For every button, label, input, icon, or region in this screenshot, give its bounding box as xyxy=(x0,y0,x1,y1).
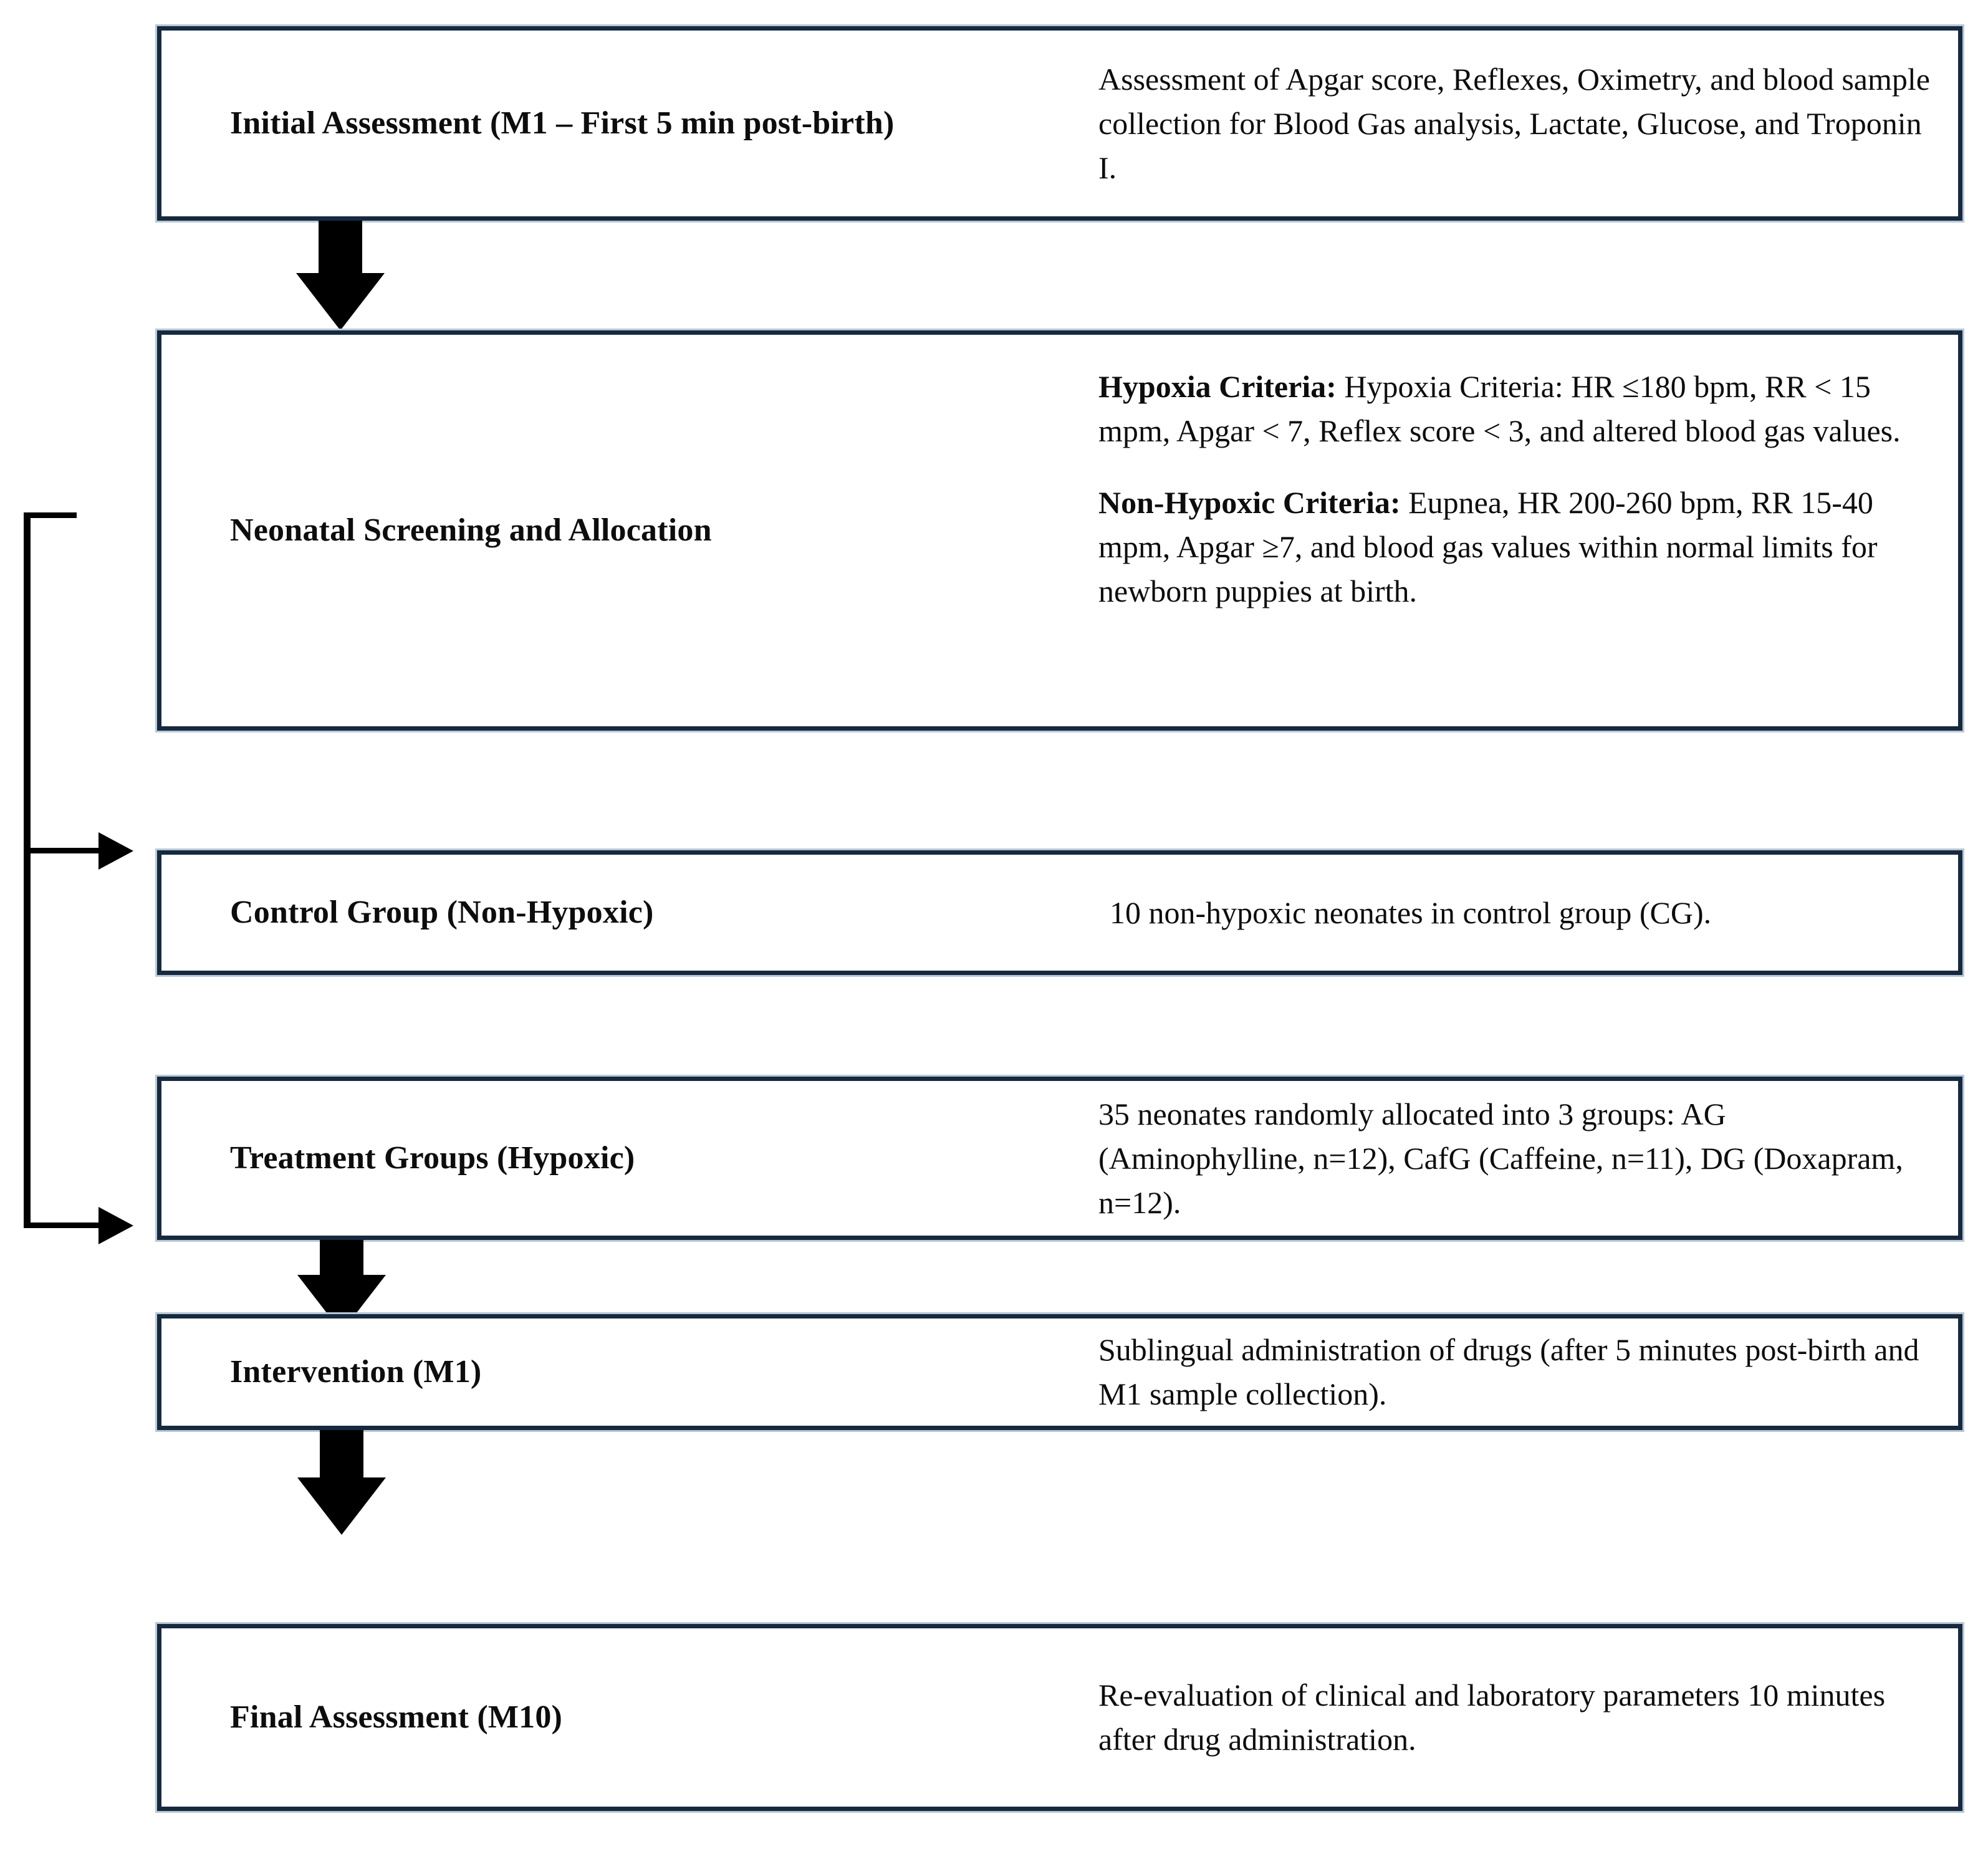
flow-step-neonatal-screening: Neonatal Screening and Allocation Hypoxi… xyxy=(157,330,1962,731)
step-label-initial-assessment: Initial Assessment (M1 – First 5 min pos… xyxy=(230,105,895,142)
flow-step-initial-assessment: Initial Assessment (M1 – First 5 min pos… xyxy=(157,26,1962,221)
flow-step-intervention: Intervention (M1) Sublingual administrat… xyxy=(157,1314,1962,1430)
non-hypoxic-criteria-text: Eupnea, HR 200-260 bpm, RR 15-40 mpm, Ap… xyxy=(1098,485,1878,608)
step-description-treatment-groups: 35 neonates randomly allocated into 3 gr… xyxy=(1098,1092,1958,1225)
non-hypoxic-criteria-heading: Non-Hypoxic Criteria: xyxy=(1098,485,1401,520)
hypoxia-criteria-heading: Hypoxia Criteria: xyxy=(1098,369,1337,404)
flow-step-control-group: Control Group (Non-Hypoxic) 10 non-hypox… xyxy=(157,850,1962,975)
description-text: Sublingual administration of drugs (afte… xyxy=(1098,1332,1919,1411)
step-description-control-group: 10 non-hypoxic neonates in control group… xyxy=(1098,891,1958,935)
arrow-treatment-to-intervention xyxy=(297,1240,386,1332)
step-description-initial-assessment: Assessment of Apgar score, Reflexes, Oxi… xyxy=(1098,57,1958,190)
non-hypoxic-criteria-paragraph: Non-Hypoxic Criteria: Eupnea, HR 200-260… xyxy=(1098,481,1933,613)
step-description-final-assessment: Re-evaluation of clinical and laboratory… xyxy=(1098,1673,1958,1762)
hypoxia-criteria-text: Hypoxia Criteria: HR ≤180 bpm, RR < 15 m… xyxy=(1098,369,1901,448)
step-criteria-neonatal-screening: Hypoxia Criteria: Hypoxia Criteria: HR ≤… xyxy=(1098,335,1958,613)
step-label-control-group: Control Group (Non-Hypoxic) xyxy=(230,895,654,931)
description-text: 10 non-hypoxic neonates in control group… xyxy=(1110,895,1712,930)
arrow-initial-to-screening xyxy=(296,221,385,330)
flow-step-final-assessment: Final Assessment (M10) Re-evaluation of … xyxy=(157,1624,1962,1811)
bracket-spine xyxy=(24,512,31,1228)
description-text: 35 neonates randomly allocated into 3 gr… xyxy=(1098,1096,1903,1220)
step-label-intervention: Intervention (M1) xyxy=(230,1354,482,1390)
bracket-arrowhead-treatment xyxy=(98,1207,133,1244)
step-description-intervention: Sublingual administration of drugs (afte… xyxy=(1098,1328,1958,1416)
bracket-arrowhead-control xyxy=(98,832,133,870)
arrow-intervention-to-final xyxy=(297,1430,386,1535)
flow-step-treatment-groups: Treatment Groups (Hypoxic) 35 neonates r… xyxy=(157,1077,1962,1240)
bracket-branch-control xyxy=(24,848,100,853)
description-text: Re-evaluation of clinical and laboratory… xyxy=(1098,1678,1886,1757)
bracket-top-stub xyxy=(28,512,77,518)
description-text: Assessment of Apgar score, Reflexes, Oxi… xyxy=(1098,61,1930,185)
bracket-branch-treatment xyxy=(24,1222,100,1228)
step-label-treatment-groups: Treatment Groups (Hypoxic) xyxy=(230,1140,635,1176)
step-label-final-assessment: Final Assessment (M10) xyxy=(230,1699,563,1736)
step-label-neonatal-screening: Neonatal Screening and Allocation xyxy=(230,512,712,549)
hypoxia-criteria-paragraph: Hypoxia Criteria: Hypoxia Criteria: HR ≤… xyxy=(1098,365,1933,453)
